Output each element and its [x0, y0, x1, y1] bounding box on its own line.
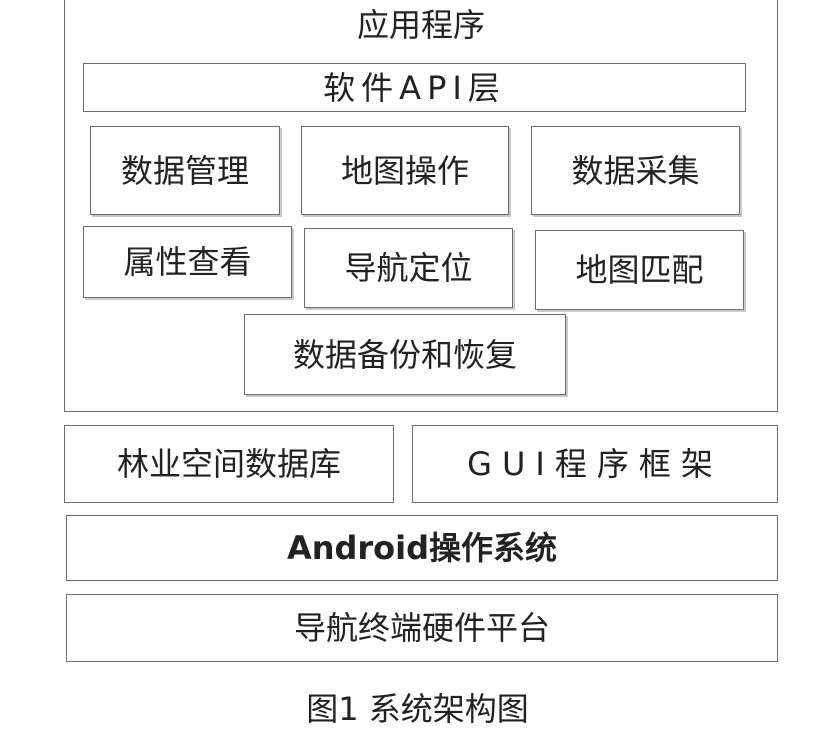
hardware-platform-label: 导航终端硬件平台 [293, 609, 550, 647]
module-label: 数据备份和恢复 [292, 335, 517, 374]
module-attribute-view: 属性查看 [83, 226, 292, 298]
api-layer: 软件API层 [83, 63, 746, 112]
api-layer-label: 软件API层 [323, 68, 506, 107]
module-data-backup-restore: 数据备份和恢复 [244, 314, 566, 395]
hardware-platform-layer: 导航终端硬件平台 [66, 594, 778, 662]
module-data-collection: 数据采集 [531, 126, 740, 215]
module-label: 地图操作 [340, 151, 469, 190]
module-navigation-positioning: 导航定位 [304, 228, 513, 308]
android-os-layer: Android操作系统 [66, 515, 778, 581]
application-layer-title: 应用程序 [356, 6, 485, 44]
module-map-matching: 地图匹配 [535, 230, 744, 310]
module-data-management: 数据管理 [90, 126, 280, 215]
gui-framework: GUI程序框架 [412, 425, 778, 503]
module-label: 导航定位 [344, 249, 473, 287]
module-label: 地图匹配 [575, 251, 704, 289]
database-label: 林业空间数据库 [116, 445, 341, 483]
module-label: 数据采集 [571, 151, 700, 190]
android-os-label: Android操作系统 [286, 529, 558, 567]
module-label: 数据管理 [120, 151, 249, 190]
gui-label: GUI程序框架 [467, 445, 723, 483]
module-label: 属性查看 [123, 243, 252, 281]
figure-caption: 图1 系统架构图 [306, 690, 529, 728]
forestry-spatial-database: 林业空间数据库 [64, 425, 394, 503]
module-map-operation: 地图操作 [301, 126, 509, 215]
